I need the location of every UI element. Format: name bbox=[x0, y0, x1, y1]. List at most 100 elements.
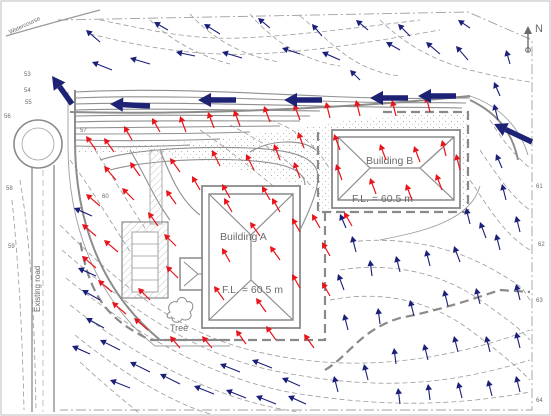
navy-arrow-shaft bbox=[516, 381, 521, 393]
navy-arrow-shaft bbox=[97, 63, 113, 71]
navy-arrow-head bbox=[176, 50, 183, 57]
navy-arrow-head bbox=[495, 154, 502, 161]
site-boundary bbox=[57, 11, 533, 411]
main-flow-arrow-head bbox=[370, 90, 383, 106]
lower-dashed-path bbox=[324, 288, 531, 371]
red-arrow-shaft bbox=[272, 250, 281, 261]
navy-arrow-head bbox=[504, 50, 511, 57]
main-flow-arrow-head bbox=[494, 123, 509, 137]
red-arrow-shaft bbox=[238, 334, 247, 345]
navy-arrow-head bbox=[514, 216, 521, 223]
navy-arrow-shaft bbox=[199, 387, 215, 395]
navy-arrow-shaft bbox=[90, 33, 101, 43]
contour-label: 64 bbox=[536, 398, 543, 404]
red-arrow-shaft bbox=[167, 237, 177, 247]
navy-arrow-head bbox=[154, 22, 161, 28]
red-arrow-shaft bbox=[88, 140, 97, 151]
contour-label: 62 bbox=[538, 242, 545, 248]
navy-arrow-head bbox=[486, 380, 493, 387]
red-arrow-head bbox=[266, 326, 273, 333]
red-arrow-shaft bbox=[214, 155, 221, 167]
navy-arrow-shaft bbox=[339, 279, 345, 291]
navy-arrow-head bbox=[500, 184, 507, 191]
navy-arrow-head bbox=[442, 290, 449, 297]
navy-arrow-shaft bbox=[398, 393, 401, 405]
navy-arrow-shaft bbox=[86, 292, 101, 301]
red-arrow-shaft bbox=[205, 340, 213, 349]
navy-arrow-head bbox=[86, 30, 93, 37]
navy-arrow-head bbox=[426, 42, 433, 49]
navy-arrow-head bbox=[282, 46, 289, 54]
navy-arrow-head bbox=[514, 284, 521, 291]
navy-arrow-shaft bbox=[390, 44, 401, 51]
red-arrow-shaft bbox=[252, 226, 261, 237]
red-arrow-shaft bbox=[337, 169, 343, 181]
red-arrow-head bbox=[369, 178, 376, 185]
red-arrow-shaft bbox=[326, 107, 331, 119]
navy-arrow-head bbox=[226, 389, 233, 396]
red-arrow-shaft bbox=[181, 121, 187, 133]
terrace-contours bbox=[99, 141, 319, 251]
contour-label: 59 bbox=[8, 244, 15, 250]
navy-arrow-shaft bbox=[77, 347, 91, 355]
navy-arrow-shaft bbox=[507, 55, 511, 65]
red-arrow-shaft bbox=[116, 305, 127, 315]
navy-arrow-shaft bbox=[158, 24, 169, 31]
navy-arrow-shaft bbox=[165, 376, 181, 385]
navy-arrow-shaft bbox=[430, 45, 441, 55]
navy-arrow-shaft bbox=[315, 28, 323, 37]
navy-arrow-shaft bbox=[455, 251, 461, 263]
navy-arrow-head bbox=[367, 260, 375, 267]
red-arrow-shaft bbox=[90, 197, 101, 207]
navy-arrow-shaft bbox=[334, 381, 339, 393]
red-arrow-head bbox=[335, 164, 342, 171]
red-arrow-shaft bbox=[392, 105, 397, 117]
red-arrow-head bbox=[233, 110, 240, 117]
navy-arrow-head bbox=[456, 382, 463, 389]
navy-arrow-head bbox=[160, 373, 167, 380]
main-flow-arrow-head bbox=[52, 76, 66, 91]
red-arrow-shaft bbox=[216, 290, 225, 301]
red-arrow-shaft bbox=[275, 149, 281, 161]
navy-arrow-shaft bbox=[488, 385, 493, 397]
navy-arrow-head bbox=[222, 50, 229, 57]
navy-arrow-head bbox=[130, 361, 137, 368]
navy-arrow-head bbox=[422, 344, 429, 351]
navy-arrow-head bbox=[458, 20, 465, 27]
navy-arrow-head bbox=[100, 339, 107, 346]
red-arrow-head bbox=[222, 184, 228, 191]
navy-arrow-head bbox=[425, 384, 433, 391]
red-arrow-head bbox=[134, 318, 141, 325]
red-arrow-head bbox=[435, 174, 442, 181]
red-arrow-shaft bbox=[314, 218, 321, 229]
navy-arrow-shaft bbox=[426, 255, 431, 267]
building-b-floor-level: F.L. = 60.5 m bbox=[352, 193, 413, 205]
red-arrow-head bbox=[86, 194, 93, 201]
navy-arrow-shaft bbox=[466, 213, 471, 225]
navy-arrow-shaft bbox=[428, 389, 431, 401]
navy-arrow-head bbox=[456, 46, 463, 53]
navy-arrow-head bbox=[494, 234, 501, 241]
red-arrow-head bbox=[166, 190, 173, 197]
red-arrow-head bbox=[211, 150, 218, 157]
red-arrow-shaft bbox=[248, 159, 255, 171]
contour-label: 57 bbox=[80, 128, 87, 134]
navy-arrow-head bbox=[479, 222, 486, 229]
red-arrow-head bbox=[104, 166, 111, 173]
navy-arrow-head bbox=[312, 24, 319, 31]
navy-arrow-shaft bbox=[231, 391, 247, 399]
navy-arrow-head bbox=[408, 300, 415, 307]
navy-arrow-head bbox=[256, 395, 263, 402]
navy-arrow-shaft bbox=[135, 59, 151, 65]
navy-arrow-shaft bbox=[410, 305, 415, 317]
building-a-label: Building A bbox=[220, 231, 267, 243]
red-arrow-head bbox=[333, 134, 340, 141]
navy-arrow-head bbox=[252, 359, 259, 366]
red-arrow-head bbox=[82, 256, 89, 263]
navy-arrow-shaft bbox=[287, 49, 301, 55]
navy-arrow-head bbox=[282, 377, 289, 384]
site-walls bbox=[67, 90, 529, 347]
red-arrow-shaft bbox=[154, 122, 161, 133]
red-arrow-head bbox=[256, 298, 263, 305]
red-arrow-head bbox=[292, 274, 298, 281]
